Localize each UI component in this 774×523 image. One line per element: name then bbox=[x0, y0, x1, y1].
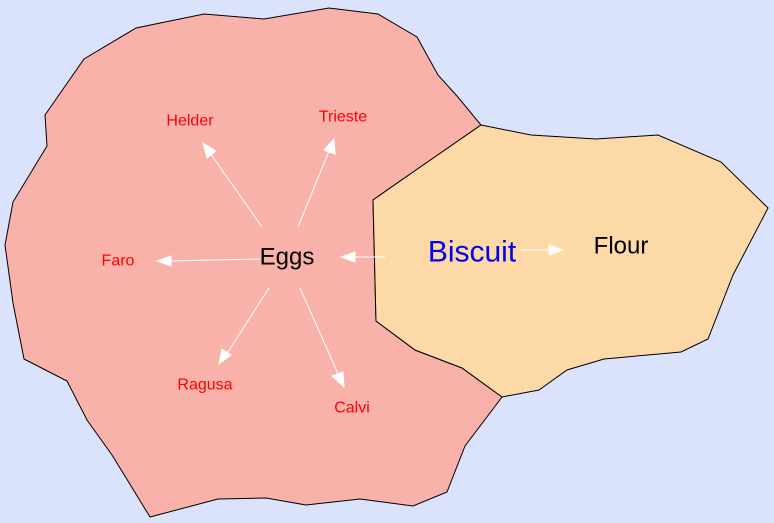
edge-eggs-faro-arrowhead bbox=[155, 255, 172, 267]
edge-eggs-ragusa bbox=[225, 287, 270, 356]
edge-eggs-ragusa-arrowhead bbox=[218, 348, 232, 366]
edge-biscuit-eggs-arrowhead bbox=[339, 251, 356, 263]
eggs-region[interactable] bbox=[4, 7, 503, 518]
edges bbox=[155, 137, 565, 389]
edge-eggs-calvi-arrowhead bbox=[331, 371, 345, 389]
node-trieste[interactable]: Trieste bbox=[319, 109, 367, 126]
node-calvi[interactable]: Calvi bbox=[334, 400, 370, 417]
node-flour[interactable]: Flour bbox=[594, 233, 649, 260]
node-biscuit[interactable]: Biscuit bbox=[428, 236, 517, 269]
edge-eggs-faro bbox=[167, 258, 261, 262]
node-eggs[interactable]: Eggs bbox=[260, 244, 315, 271]
edge-eggs-helder bbox=[209, 152, 263, 228]
edge-biscuit-flour-arrowhead bbox=[548, 244, 565, 256]
biscuit-region[interactable] bbox=[372, 124, 769, 398]
edge-eggs-trieste bbox=[297, 150, 330, 228]
edge-eggs-calvi bbox=[299, 287, 340, 377]
node-ragusa[interactable]: Ragusa bbox=[177, 377, 232, 394]
node-faro[interactable]: Faro bbox=[102, 253, 135, 270]
edge-eggs-helder-arrowhead bbox=[202, 141, 217, 159]
node-helder[interactable]: Helder bbox=[166, 113, 214, 130]
edge-eggs-trieste-arrowhead bbox=[323, 137, 336, 155]
